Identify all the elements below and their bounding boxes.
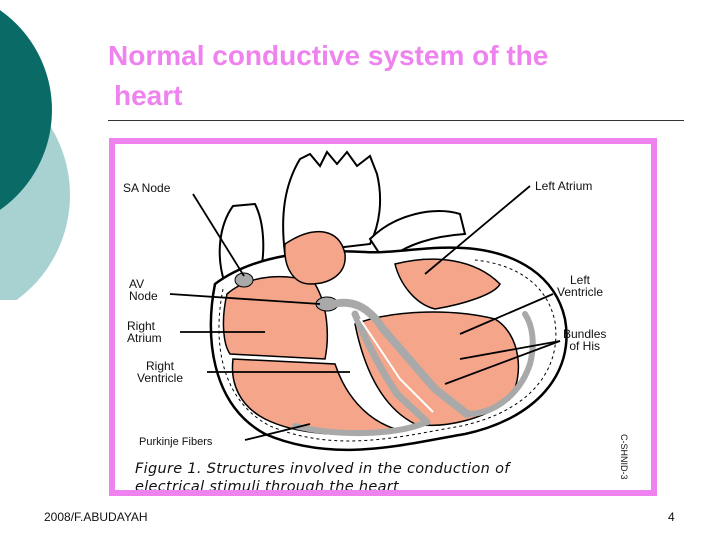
leader-sa-node [192, 193, 245, 277]
leader-bundles-1 [459, 340, 561, 360]
page-number: 4 [668, 510, 675, 524]
leader-left-ventricle [459, 293, 554, 335]
slide-title: Normal conductive system of the heart [108, 36, 648, 116]
title-line-1: Normal conductive system of the [108, 40, 549, 71]
aorta [282, 150, 382, 256]
leader-lines [169, 185, 561, 441]
right-atrium-chamber [222, 275, 329, 360]
label-purkinje-fibers: Purkinje Fibers [139, 436, 213, 448]
bundle-of-his-left [329, 298, 471, 418]
heart-conduction-figure: SA Node Left Atrium AV Node Left Ventric… [109, 138, 657, 496]
label-left-ventricle: Left Ventricle [557, 273, 604, 299]
label-right-atrium: Right Atrium [127, 319, 162, 345]
leader-purkinje [244, 423, 311, 441]
caption-line-2: electrical stimuli through the heart [135, 479, 400, 495]
leader-bundles-2 [444, 340, 561, 385]
footer-author: 2008/F.ABUDAYAH [44, 510, 148, 524]
title-line-2: heart [114, 80, 183, 111]
decorative-circles [0, 10, 70, 300]
title-divider [108, 120, 684, 121]
heart-illustration [169, 150, 568, 452]
caption-line-1: Figure 1. Structures involved in the con… [135, 461, 510, 477]
figure-caption: Figure 1. Structures involved in the con… [135, 460, 651, 495]
bundle-highlight [359, 318, 434, 413]
leader-left-atrium [424, 185, 531, 275]
leader-av-node [169, 293, 321, 305]
bundle-of-his-right [351, 310, 431, 426]
left-atrium-top [284, 230, 346, 285]
purkinje-fibers-left [464, 311, 536, 417]
label-av-node: AV Node [129, 277, 158, 303]
label-left-atrium: Left Atrium [535, 179, 593, 193]
sa-node-shape [234, 272, 254, 288]
label-bundles-of-his: Bundles of His [563, 327, 607, 353]
label-sa-node: SA Node [123, 181, 171, 195]
decor-dark-circle [0, 10, 52, 210]
left-atrium-chamber [394, 258, 501, 310]
label-right-ventricle: Right Ventricle [137, 359, 184, 385]
purkinje-fibers-right [292, 419, 430, 437]
pericardium-hatching [218, 259, 557, 442]
